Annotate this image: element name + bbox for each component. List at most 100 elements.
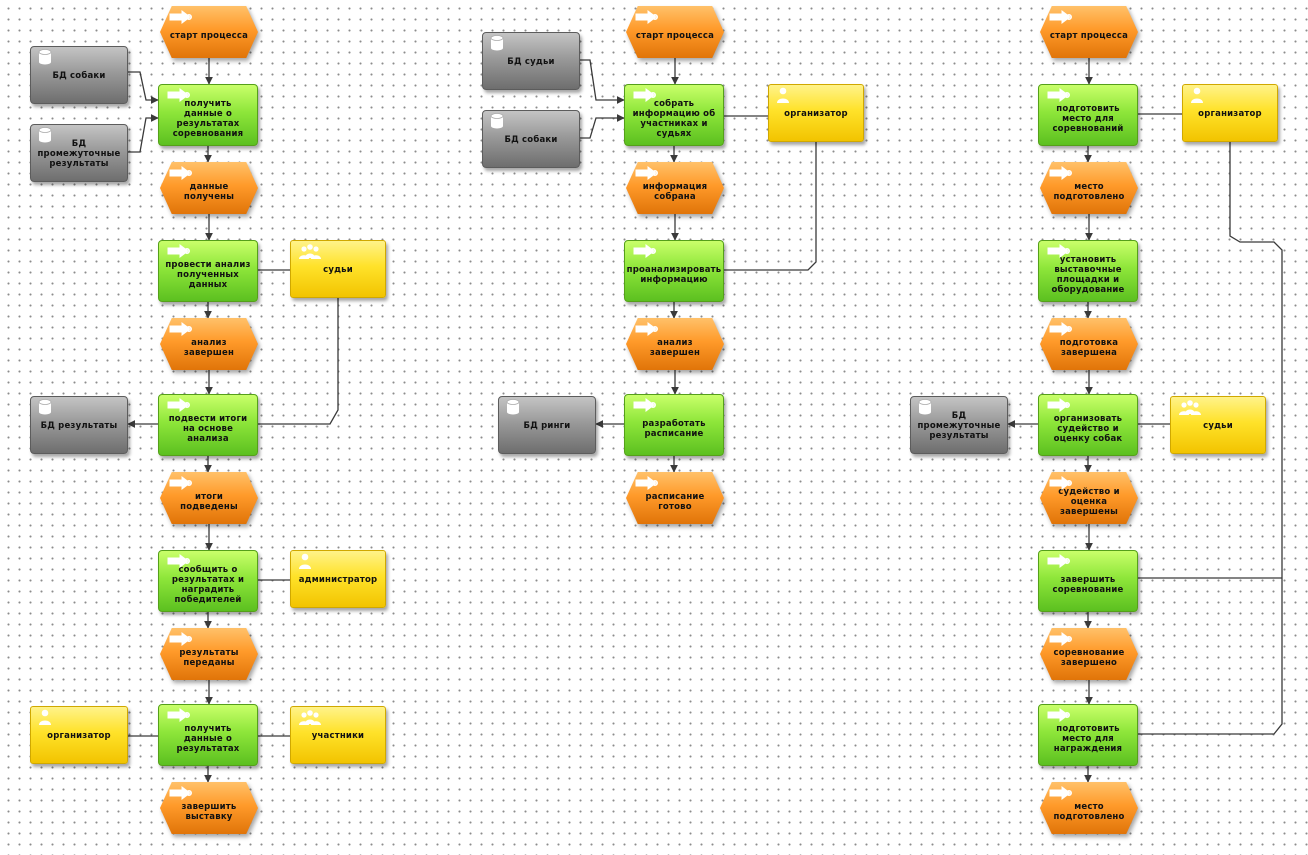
- event-место-подготовлено[interactable]: место подготовлено: [1040, 162, 1138, 214]
- node-label: старт процесса: [1049, 31, 1129, 41]
- function-разработать-расписание[interactable]: разработать расписание: [624, 394, 724, 456]
- connector-line: [724, 142, 817, 271]
- person-icon: [1191, 87, 1203, 103]
- event-информация-собрана[interactable]: информация собрана: [626, 162, 724, 214]
- function-подготовить-место-для-соревнований[interactable]: подготовить место для соревнований: [1038, 84, 1138, 146]
- connector-line: [580, 114, 625, 139]
- node-label: организатор: [47, 731, 111, 741]
- database-cylinder-icon: [506, 399, 520, 415]
- event-итоги-подведены[interactable]: итоги подведены: [160, 472, 258, 524]
- node-label: место подготовлено: [1053, 182, 1125, 202]
- function-собрать-информацию-об-участниках-и-судьях[interactable]: собрать информацию об участниках и судья…: [624, 84, 724, 146]
- node-label: БД судьи: [507, 57, 555, 67]
- database-cylinder-icon: [918, 399, 932, 415]
- event-расписание-готово[interactable]: расписание готово: [626, 472, 724, 524]
- connector-line: [580, 59, 625, 104]
- node-label: установить выставочные площадки и оборуд…: [1051, 255, 1125, 295]
- function-проанализировать-информацию[interactable]: проанализировать информацию: [624, 240, 724, 302]
- event-старт-процесса[interactable]: старт процесса: [1040, 6, 1138, 58]
- role-организатор[interactable]: организатор: [1182, 84, 1278, 142]
- person-icon: [777, 87, 789, 103]
- database-бд-собаки[interactable]: БД собаки: [482, 110, 580, 168]
- group-icon: [1179, 400, 1201, 415]
- function-arrow-icon: [1047, 398, 1070, 412]
- event-данные-получены[interactable]: данные получены: [160, 162, 258, 214]
- function-arrow-icon: [167, 708, 190, 722]
- function-подвести-итоги-на-основе-анализа[interactable]: подвести итоги на основе анализа: [158, 394, 258, 456]
- node-label: подготовка завершена: [1059, 338, 1119, 358]
- event-результаты-переданы[interactable]: результаты переданы: [160, 628, 258, 680]
- role-организатор[interactable]: организатор: [768, 84, 864, 142]
- node-label: информация собрана: [642, 182, 708, 202]
- event-судейство-и-оценка-завершены[interactable]: судейство и оценка завершены: [1040, 472, 1138, 524]
- role-организатор[interactable]: организатор: [30, 706, 128, 764]
- database-cylinder-icon: [38, 127, 52, 143]
- function-arrow-icon: [167, 398, 190, 412]
- database-бд-промежуточные-результаты[interactable]: БД промежуточные результаты: [910, 396, 1008, 454]
- node-label: подвести итоги на основе анализа: [168, 414, 248, 444]
- node-label: БД промежуточные результаты: [917, 411, 1001, 441]
- node-label: провести анализ полученных данных: [165, 260, 251, 290]
- event-arrow-icon: [169, 786, 192, 800]
- event-arrow-icon: [169, 166, 192, 180]
- function-организовать-судейство-и-оценку-собак[interactable]: организовать судейство и оценку собак: [1038, 394, 1138, 456]
- function-получить-данные-о-результатах[interactable]: получить данные о результатах: [158, 704, 258, 766]
- function-arrow-icon: [1047, 88, 1070, 102]
- role-судьи[interactable]: судьи: [1170, 396, 1266, 454]
- node-label: завершить выставку: [181, 802, 237, 822]
- function-arrow-icon: [167, 554, 190, 568]
- event-анализ-завершен[interactable]: анализ завершен: [626, 318, 724, 370]
- event-старт-процесса[interactable]: старт процесса: [626, 6, 724, 58]
- node-label: разработать расписание: [642, 419, 706, 439]
- connector-line: [128, 114, 159, 153]
- role-администратор[interactable]: администратор: [290, 550, 386, 608]
- event-arrow-icon: [1049, 322, 1072, 336]
- function-провести-анализ-полученных-данных[interactable]: провести анализ полученных данных: [158, 240, 258, 302]
- database-бд-результаты[interactable]: БД результаты: [30, 396, 128, 454]
- function-установить-выставочные-площадки-и-оборудование[interactable]: установить выставочные площадки и оборуд…: [1038, 240, 1138, 302]
- node-label: БД результаты: [40, 421, 118, 431]
- function-arrow-icon: [1047, 554, 1070, 568]
- connector-line: [258, 298, 339, 425]
- event-arrow-icon: [635, 166, 658, 180]
- database-бд-судьи[interactable]: БД судьи: [482, 32, 580, 90]
- group-icon: [299, 710, 321, 725]
- event-подготовка-завершена[interactable]: подготовка завершена: [1040, 318, 1138, 370]
- event-завершить-выставку[interactable]: завершить выставку: [160, 782, 258, 834]
- event-arrow-icon: [169, 632, 192, 646]
- function-сообщить-о-результатах-и-наградить-победителей[interactable]: сообщить о результатах и наградить побед…: [158, 550, 258, 612]
- database-cylinder-icon: [490, 35, 504, 51]
- event-arrow-icon: [635, 322, 658, 336]
- role-участники[interactable]: участники: [290, 706, 386, 764]
- event-старт-процесса[interactable]: старт процесса: [160, 6, 258, 58]
- event-arrow-icon: [169, 476, 192, 490]
- function-завершить-соревнование[interactable]: завершить соревнование: [1038, 550, 1138, 612]
- database-cylinder-icon: [38, 49, 52, 65]
- node-label: БД собаки: [52, 71, 106, 81]
- node-label: БД ринги: [523, 421, 571, 431]
- function-arrow-icon: [167, 88, 190, 102]
- database-бд-собаки[interactable]: БД собаки: [30, 46, 128, 104]
- event-анализ-завершен[interactable]: анализ завершен: [160, 318, 258, 370]
- function-arrow-icon: [633, 398, 656, 412]
- node-label: старт процесса: [169, 31, 249, 41]
- person-icon: [299, 553, 311, 569]
- database-бд-промежуточные-результаты[interactable]: БД промежуточные результаты: [30, 124, 128, 182]
- database-бд-ринги[interactable]: БД ринги: [498, 396, 596, 454]
- event-arrow-icon: [635, 476, 658, 490]
- function-arrow-icon: [167, 244, 190, 258]
- event-место-подготовлено[interactable]: место подготовлено: [1040, 782, 1138, 834]
- event-arrow-icon: [1049, 10, 1072, 24]
- node-label: подготовить место для награждения: [1053, 724, 1123, 754]
- function-подготовить-место-для-награждения[interactable]: подготовить место для награждения: [1038, 704, 1138, 766]
- node-label: судьи: [323, 265, 353, 275]
- event-arrow-icon: [1049, 632, 1072, 646]
- role-судьи[interactable]: судьи: [290, 240, 386, 298]
- database-cylinder-icon: [38, 399, 52, 415]
- node-label: проанализировать информацию: [626, 265, 722, 285]
- function-arrow-icon: [633, 88, 656, 102]
- function-получить-данные-о-результатах-соревнования[interactable]: получить данные о результатах соревнован…: [158, 84, 258, 146]
- event-соревнование-завершено[interactable]: соревнование завершено: [1040, 628, 1138, 680]
- node-label: завершить соревнование: [1052, 575, 1124, 595]
